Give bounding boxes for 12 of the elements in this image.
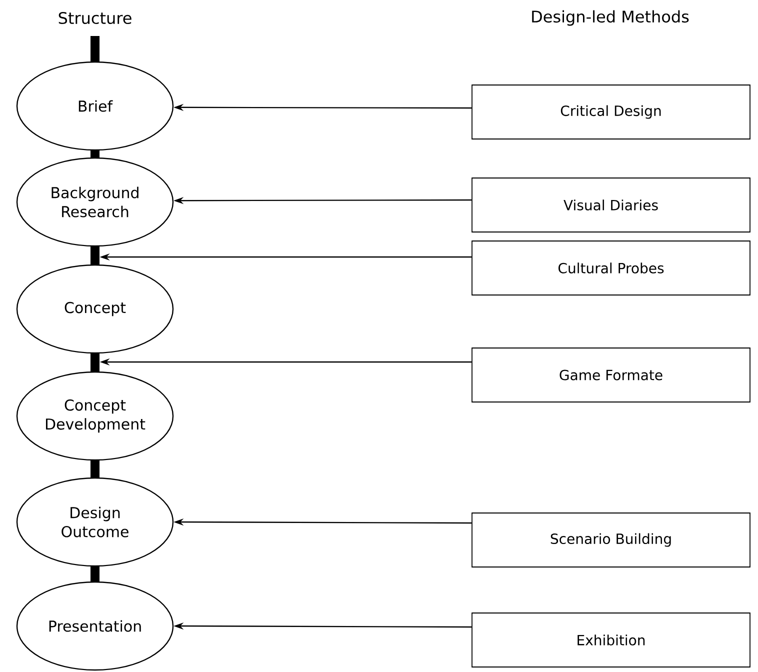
- method-box: Game Formate: [472, 348, 750, 402]
- method-box: Exhibition: [472, 612, 750, 668]
- method-box: Cultural Probes: [472, 240, 750, 296]
- column-heading: Design-led Methods: [532, 10, 689, 26]
- connector-bar: [90, 36, 100, 62]
- connector-bar: [90, 460, 100, 478]
- column-heading: Structure: [58, 12, 132, 24]
- connector-bar: [90, 566, 100, 582]
- method-box: Visual Diaries: [472, 178, 750, 232]
- method-box: Scenario Building: [472, 512, 750, 568]
- connector-bar: [90, 150, 100, 158]
- method-box: Critical Design: [472, 84, 750, 140]
